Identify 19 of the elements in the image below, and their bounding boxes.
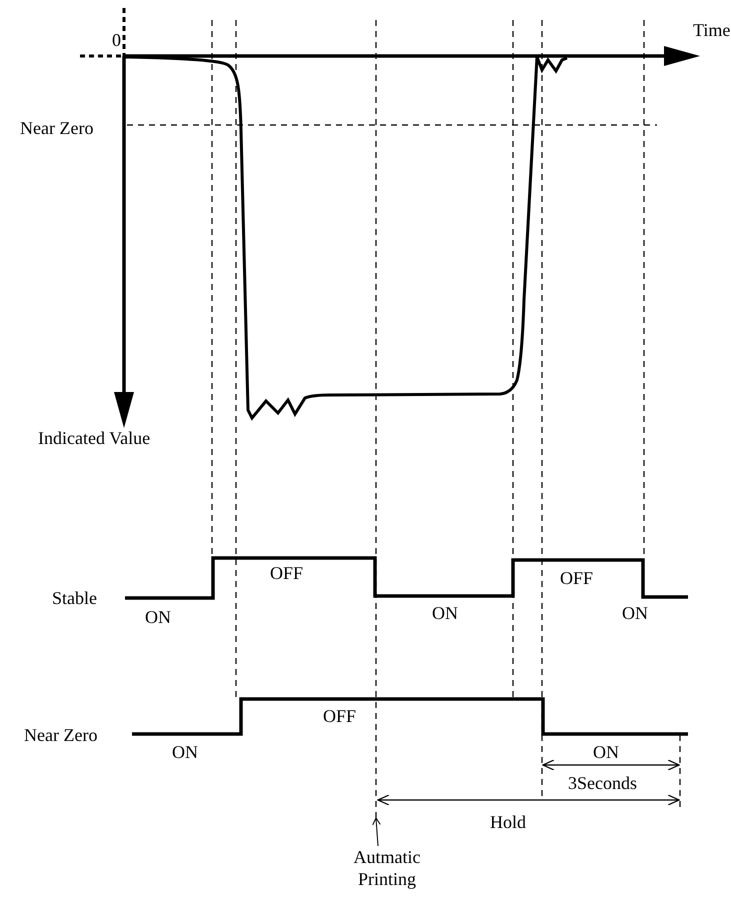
annotation-text: Autmatic Printing [332, 846, 442, 890]
axis-label: Indicated Value [38, 428, 150, 448]
state-label: ON [145, 607, 171, 627]
state-label: ON [593, 742, 619, 762]
state-label: ON [432, 603, 458, 623]
dimension-label: 3Seconds [568, 773, 637, 793]
guide-line [375, 20, 377, 818]
signal-name: Stable [52, 588, 97, 608]
dimension-label: Hold [490, 812, 526, 832]
level-label: Near Zero [20, 118, 94, 138]
leader-arrow [372, 818, 381, 846]
axis-origin-label: 0 [112, 30, 121, 50]
signal-name: Near Zero [24, 725, 98, 745]
state-label: OFF [323, 706, 356, 726]
axis-label: Time [693, 20, 730, 40]
state-label: OFF [270, 563, 304, 583]
state-label: ON [622, 603, 648, 623]
state-label: OFF [560, 568, 594, 588]
state-label: ON [172, 742, 198, 762]
